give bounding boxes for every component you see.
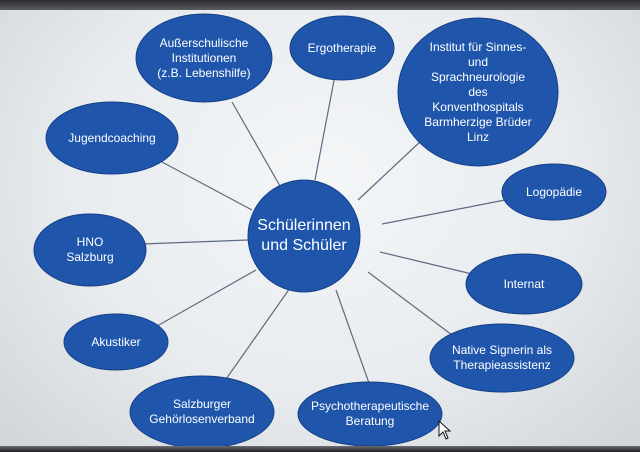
node-akustiker: [63, 313, 169, 371]
connector-native-signerin: [367, 271, 457, 339]
monitor-bezel-top: [0, 0, 640, 10]
connector-akustiker: [149, 269, 257, 331]
connector-gehoerlosenverband: [223, 287, 291, 383]
node-ausserschulische: [135, 13, 273, 103]
node-ergotherapie: [289, 15, 395, 81]
mouse-pointer-icon: [438, 420, 452, 440]
node-internat: [465, 253, 583, 315]
connector-hno: [141, 239, 249, 245]
node-native-signerin: [429, 323, 575, 393]
node-center: [247, 179, 361, 293]
node-hno: [33, 213, 147, 287]
node-psychotherapeutische: [297, 381, 443, 447]
connector-psychotherapeutische: [335, 289, 371, 387]
connector-lines: [141, 69, 506, 387]
connector-jugendcoaching: [161, 161, 253, 211]
monitor-bezel-bottom: [0, 446, 640, 452]
connector-ausserschulische: [231, 101, 281, 187]
node-gehoerlosenverband: [129, 375, 275, 449]
connector-ergotherapie: [314, 69, 337, 181]
node-institut: [397, 17, 559, 167]
node-shapes: [33, 13, 607, 449]
connector-logopaedie: [381, 199, 506, 225]
connector-internat: [379, 251, 473, 275]
node-jugendcoaching: [45, 101, 179, 175]
node-logopaedie: [501, 163, 607, 221]
connector-institut: [357, 139, 423, 201]
